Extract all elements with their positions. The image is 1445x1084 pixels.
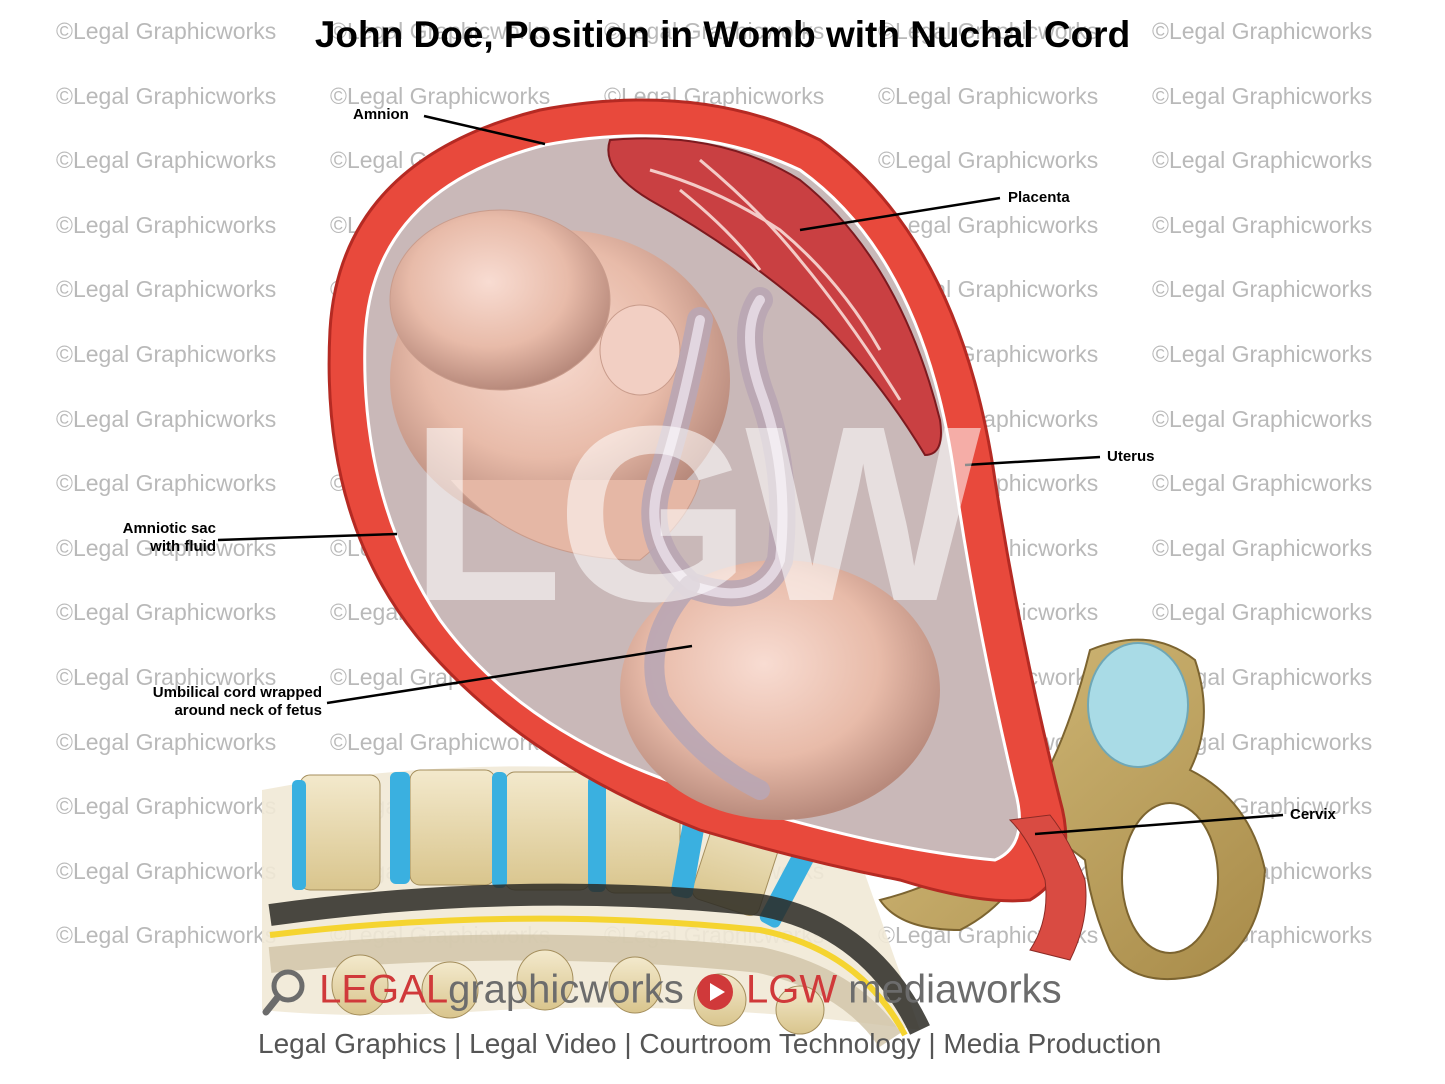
- brand-mediaworks: mediaworks: [848, 967, 1062, 1012]
- label-uterus: Uterus: [1107, 448, 1155, 465]
- amnion-leader: [423, 114, 546, 146]
- label-amnion: Amnion: [353, 106, 409, 123]
- label-cervix: Cervix: [1290, 806, 1336, 823]
- amniotic-sac-leader: [217, 532, 398, 542]
- label-umbilical-cord-line1: Umbilical cord wrapped: [152, 684, 322, 701]
- brand-tagline: Legal Graphics | Legal Video | Courtroom…: [258, 1028, 1162, 1059]
- brand-lgw: LGW: [746, 967, 838, 1012]
- brand-legal: LEGAL: [319, 967, 449, 1012]
- fetus: [389, 209, 940, 820]
- lgw-watermark-logo: LGW: [410, 374, 981, 653]
- uterus-leader: [964, 455, 1101, 467]
- umbilical-cord: [641, 287, 796, 800]
- label-placenta: Placenta: [1008, 189, 1070, 206]
- page-title: John Doe, Position in Womb with Nuchal C…: [314, 14, 1131, 55]
- umbilical-cord-leader: [326, 644, 693, 705]
- placenta-leader: [799, 196, 1001, 232]
- placenta: [607, 137, 942, 457]
- brand-footer: LEGALgraphicworks LGW mediaworks: [262, 966, 1062, 1018]
- label-umbilical-cord-line2: around neck of fetus: [174, 702, 322, 719]
- leader-lines: [217, 114, 1284, 836]
- label-amniotic-sac: Amniotic sac with fluid: [90, 520, 216, 556]
- label-umbilical-cord: Umbilical cord wrapped around neck of fe…: [100, 684, 322, 720]
- lower-vertebrae: [331, 949, 825, 1035]
- label-amniotic-sac-line1: Amniotic sac: [122, 520, 216, 537]
- label-amniotic-sac-line2: with fluid: [150, 538, 216, 555]
- magnifier-icon: [262, 969, 305, 1016]
- play-icon: [696, 974, 733, 1010]
- cervix-leader: [1034, 813, 1284, 836]
- brand-graphicworks: graphicworks: [448, 967, 684, 1012]
